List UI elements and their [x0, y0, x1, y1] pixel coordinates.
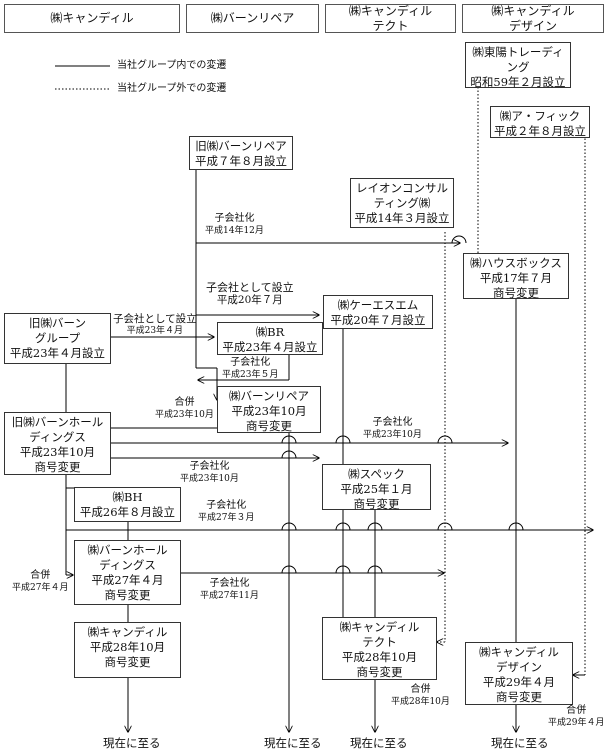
hop-9: [437, 522, 453, 531]
box-speck: ㈱スペック平成25年１月商号変更: [322, 464, 431, 511]
hop-8: [367, 522, 383, 531]
hop-4: [437, 435, 453, 444]
hop-1: [451, 235, 467, 244]
hop-2: [281, 435, 297, 444]
hop-10: [508, 522, 524, 531]
event-label-merger-2015: 合併平成27年４月: [12, 570, 69, 593]
hop-6: [281, 522, 297, 531]
box-barn-repair-2011: ㈱バーンリペア平成23年10月商号変更: [217, 386, 321, 433]
hop-11: [281, 565, 297, 574]
event-label-merger-2011: 合併平成23年10月: [155, 397, 214, 420]
present-label-barnrepair: 現在に至る: [264, 736, 322, 750]
event-label-merger-2016: 合併平成28年10月: [391, 684, 450, 707]
legend-external-label: 当社グループ外での変遷: [117, 83, 227, 94]
box-candeal-2016: ㈱キャンディル平成28年10月商号変更: [74, 622, 181, 678]
box-toyo-trading: ㈱東陽トレーディング昭和59年２月設立: [465, 42, 571, 89]
event-label-subsidiary-2011-may: 子会社化平成23年５月: [222, 357, 279, 380]
box-afick: ㈱ア・フィック平成２年８月設立: [490, 106, 590, 138]
present-label-candeal: 現在に至る: [103, 736, 161, 750]
hop-13: [367, 565, 383, 574]
box-leon-consulting: レイオンコンサルティング㈱平成14年３月設立: [350, 178, 454, 228]
hop-3: [335, 435, 351, 444]
box-barn-holdings-2015: ㈱バーンホールディングス平成27年４月商号変更: [74, 540, 181, 605]
event-label-subsidiary-2015-mar: 子会社化平成27年３月: [198, 500, 255, 523]
event-label-established-2008: 子会社として設立平成20年７月: [206, 281, 294, 307]
column-header-barnrepair: ㈱バーンリペア: [186, 4, 319, 33]
box-candeal-tect-2016: ㈱キャンディルテクト平成28年10月商号変更: [322, 617, 437, 680]
event-label-subsidiary-2011-oct-a: 子会社化平成23年10月: [363, 417, 422, 440]
box-old-barn-holdings: 旧㈱バーンホールディングス平成23年10月商号変更: [4, 412, 111, 475]
event-label-subsidiary-2011-oct-b: 子会社化平成23年10月: [180, 461, 239, 484]
hop-5: [281, 450, 297, 459]
box-old-barn-group: 旧㈱バーングループ平成23年４月設立: [4, 313, 111, 364]
event-label-subsidiary-2002: 子会社化平成14年12月: [205, 213, 264, 236]
box-keesem: ㈱ケーエスエム平成20年７月設立: [323, 295, 433, 329]
hop-7: [335, 522, 351, 531]
event-label-merger-2017: 合併平成29年４月: [548, 705, 605, 728]
present-label-tect: 現在に至る: [350, 736, 408, 750]
column-header-design: ㈱キャンディル デザイン: [462, 4, 604, 33]
present-label-design: 現在に至る: [491, 736, 549, 750]
legend-internal-label: 当社グループ内での変遷: [117, 60, 227, 71]
box-candeal-design-2017: ㈱キャンディルデザイン平成29年４月商号変更: [465, 642, 573, 705]
hop-12: [335, 565, 351, 574]
box-old-barn-repair: 旧㈱バーンリペア平成７年８月設立: [189, 136, 293, 170]
column-header-candeal: ㈱キャンディル: [4, 4, 180, 33]
box-housebox: ㈱ハウスボックス平成17年７月商号変更: [463, 253, 569, 300]
column-header-tect: ㈱キャンディル テクト: [325, 4, 456, 33]
event-label-established-2011-apr: 子会社として設立平成23年４月: [113, 313, 197, 336]
event-label-subsidiary-2015-nov: 子会社化平成27年11月: [200, 578, 259, 601]
